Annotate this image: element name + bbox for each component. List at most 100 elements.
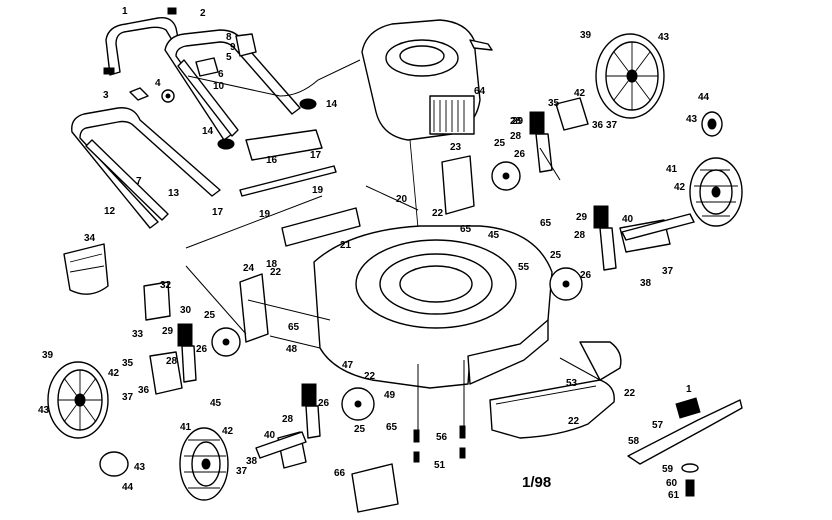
callout-c21: 21 <box>340 240 352 251</box>
callout-c17b: 17 <box>310 150 322 161</box>
height-adjuster-upper-right <box>529 97 589 173</box>
callout-c55: 55 <box>518 262 530 273</box>
blade-washer-59 <box>681 463 699 473</box>
callout-c26b: 26 <box>580 270 592 281</box>
upper-handle <box>103 7 179 76</box>
callout-c39b: 39 <box>42 350 54 361</box>
callout-c42b: 42 <box>674 182 686 193</box>
callout-c13: 13 <box>168 188 180 199</box>
callout-c40a: 40 <box>622 214 634 225</box>
callout-c3: 3 <box>103 90 109 101</box>
callout-c53: 53 <box>566 378 578 389</box>
callout-c9: 9 <box>230 42 236 53</box>
callout-c19b: 19 <box>312 185 324 196</box>
callout-c33: 33 <box>132 329 144 340</box>
gear-plate-25-left <box>211 327 241 357</box>
control-bracket-8 <box>195 33 257 77</box>
callout-c22e: 22 <box>568 416 580 427</box>
gear-plate-25-lower <box>341 387 375 421</box>
callout-c28c: 28 <box>574 230 586 241</box>
callout-c28e: 28 <box>282 414 294 425</box>
callout-c57: 57 <box>652 420 664 431</box>
callout-c36b: 36 <box>138 385 150 396</box>
rear-wheel-right <box>595 33 665 119</box>
callout-c59: 59 <box>662 464 674 475</box>
deck-bolts <box>413 425 466 463</box>
mower-blade-58 <box>627 399 743 465</box>
discharge-chute <box>489 379 615 439</box>
callout-c7: 7 <box>136 176 142 187</box>
callout-c47: 47 <box>342 360 354 371</box>
bracket-23 <box>441 155 475 215</box>
chute-door <box>579 341 622 381</box>
callout-c37a: 37 <box>606 120 618 131</box>
callout-c12: 12 <box>104 206 116 217</box>
callout-c35b: 35 <box>122 358 134 369</box>
callout-c65d: 65 <box>386 422 398 433</box>
date-code: 1/98 <box>522 474 551 491</box>
callout-c45a: 45 <box>488 230 500 241</box>
callout-c25d: 25 <box>354 424 366 435</box>
callout-c38b: 38 <box>246 456 258 467</box>
rear-flap-34 <box>63 243 109 295</box>
rear-wheel-left <box>47 361 109 439</box>
front-wheel-right <box>689 157 743 227</box>
callout-c51: 51 <box>434 460 446 471</box>
callout-c23: 23 <box>450 142 462 153</box>
callout-c48: 48 <box>286 344 298 355</box>
handle-knob-14a <box>217 98 317 150</box>
assembly-lines <box>185 59 601 432</box>
rear-door-17 <box>245 129 323 161</box>
callout-c65b: 65 <box>540 218 552 229</box>
callout-c29c: 29 <box>162 326 174 337</box>
callout-c10: 10 <box>213 81 225 92</box>
blade-adapter-57 <box>675 397 701 419</box>
blade-bolt-61 <box>685 479 695 497</box>
callout-c43b: 43 <box>686 114 698 125</box>
callout-c42a: 42 <box>574 88 586 99</box>
callout-c37b: 37 <box>662 266 674 277</box>
callout-c30: 30 <box>180 305 192 316</box>
callout-c37c: 37 <box>122 392 134 403</box>
callout-c16: 16 <box>266 155 278 166</box>
callout-c28a: 28 <box>510 116 522 127</box>
height-adjuster-lower <box>277 383 321 469</box>
callout-c17: 17 <box>212 207 224 218</box>
callout-c29a: 29 <box>512 116 524 127</box>
callout-c36a: 36 <box>592 120 604 131</box>
callout-c22c: 22 <box>364 371 376 382</box>
callout-c39a: 39 <box>580 30 592 41</box>
callout-c37d: 37 <box>236 466 248 477</box>
callout-c14a: 14 <box>326 99 338 110</box>
callout-c24: 24 <box>243 263 255 274</box>
callout-labels: 1 2 3 4 5 6 7 8 9 10 12 13 14 14 16 17 1… <box>38 6 710 501</box>
axle-40-lower <box>255 431 307 459</box>
callout-c45b: 45 <box>210 398 222 409</box>
gear-plate-25-top <box>491 161 521 191</box>
callout-c14b: 14 <box>202 126 214 137</box>
middle-handle <box>164 29 301 141</box>
hubcap-44-bottom <box>99 451 129 477</box>
callout-c65c: 65 <box>288 322 300 333</box>
lower-handle <box>71 107 221 229</box>
callout-c25b: 25 <box>550 250 562 261</box>
hubcap-44-top <box>701 111 723 137</box>
callout-c42d: 42 <box>222 426 234 437</box>
callout-c56: 56 <box>436 432 448 443</box>
callout-c8: 8 <box>226 32 232 43</box>
callout-c29b: 29 <box>576 212 588 223</box>
bracket-32 <box>143 281 171 321</box>
callout-c42c: 42 <box>108 368 120 379</box>
callout-c61: 61 <box>668 490 680 501</box>
callout-c43a: 43 <box>658 32 670 43</box>
callout-c43c: 43 <box>38 405 50 416</box>
callout-c22b: 22 <box>270 267 282 278</box>
callout-c49: 49 <box>384 390 396 401</box>
callout-c1: 1 <box>122 6 128 17</box>
hinge-rod-16 <box>239 165 337 197</box>
callout-c44a: 44 <box>698 92 710 103</box>
callout-c65a: 65 <box>460 224 472 235</box>
engine <box>361 19 493 251</box>
callout-c66: 66 <box>334 468 346 479</box>
callout-c41a: 41 <box>666 164 678 175</box>
